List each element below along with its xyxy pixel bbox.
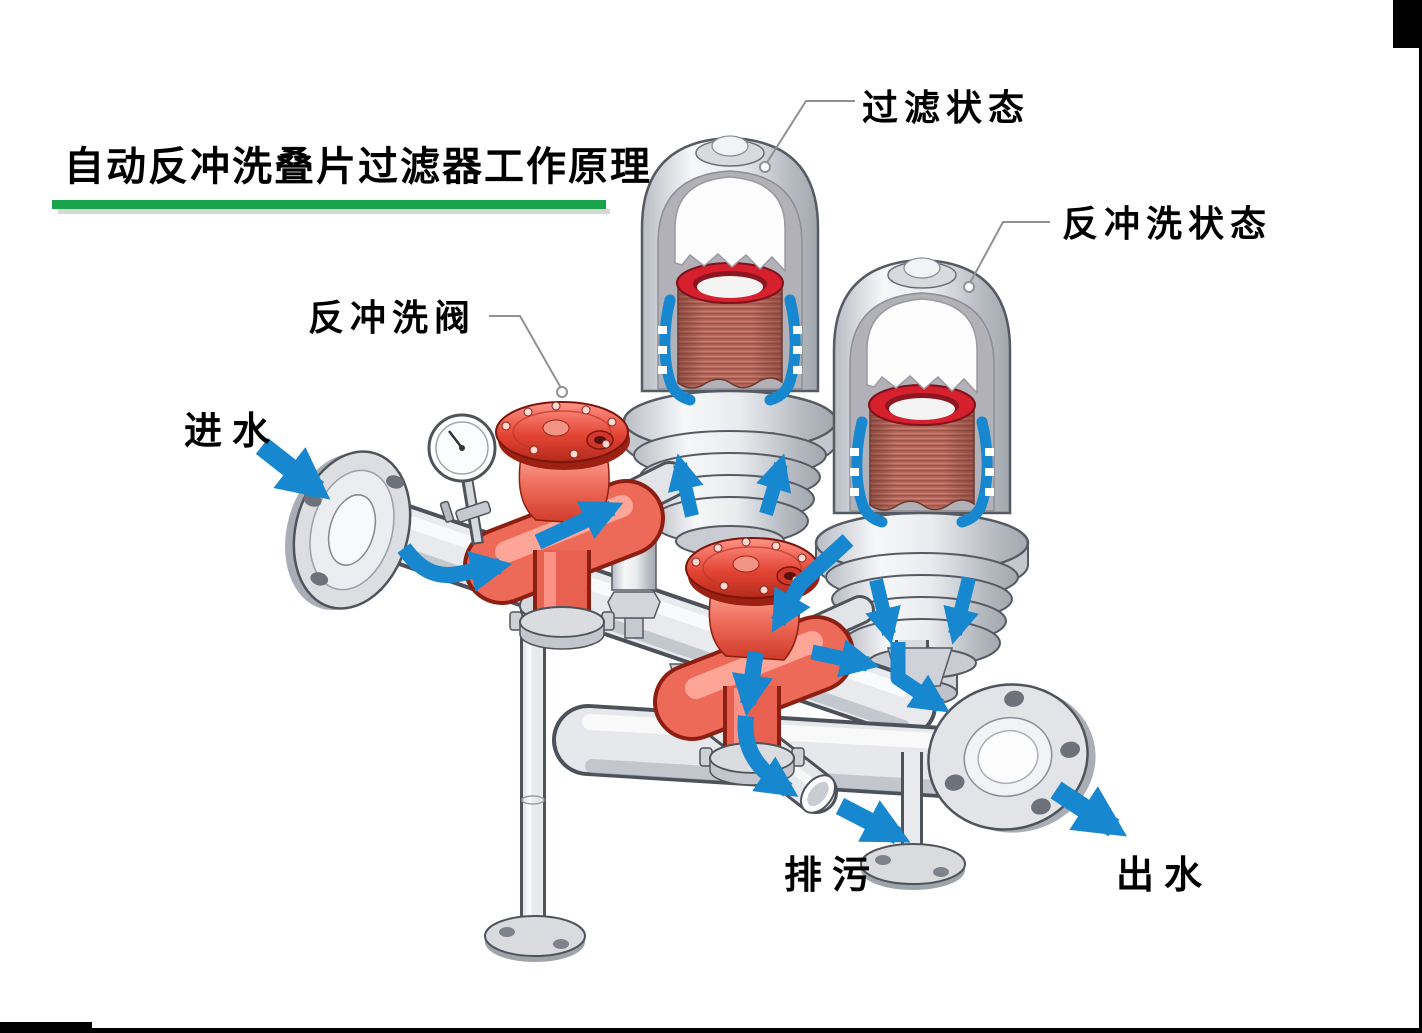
to-outlet-arrow-down: [890, 642, 950, 713]
filter-unit-2-channel-slots: [850, 448, 994, 496]
valve1-flow-arrow: [534, 500, 624, 550]
filter-unit-1-channel-slots: [658, 326, 802, 374]
outlet-arrow: [1050, 781, 1128, 837]
drain-curve-arrow: [737, 715, 799, 797]
leader-filter-state: [765, 100, 855, 165]
label-outlet: 出水: [1116, 855, 1212, 897]
pressure-gauge: [427, 413, 497, 545]
label-inlet: 进水: [184, 411, 280, 453]
frame-bottom-line: [0, 1028, 1422, 1033]
outlet-flange: [927, 683, 1096, 833]
callout-leader-lines: [489, 100, 1050, 398]
frame-top-right-block: [1393, 0, 1422, 48]
page-title: 自动反冲洗叠片过滤器工作原理: [64, 145, 652, 189]
title-underline: [52, 200, 606, 209]
filter-unit-2-flow-channels: [851, 416, 993, 528]
support-foot-right: [860, 843, 966, 890]
callout-backwash-state: 反冲洗状态: [1062, 203, 1272, 244]
inlet-pipe-arrow: [397, 543, 513, 592]
label-drain: 排污: [784, 855, 880, 897]
inlet-arrow: [255, 438, 331, 500]
leader-backwash-valve: [489, 315, 562, 389]
support-leg-left: [520, 610, 546, 926]
callout-backwash-valve: 反冲洗阀: [308, 297, 476, 338]
backwash-into-valve2-arrow: [771, 534, 854, 633]
leader-backwash-state: [969, 221, 1050, 284]
unit2-down-arrow-right: [943, 576, 979, 645]
leader-dot-filter-state: [759, 161, 771, 173]
valve2-down-arrow: [731, 650, 773, 717]
unit1-up-arrow-right: [756, 453, 792, 517]
frame-right-line: [1419, 0, 1422, 1033]
to-outlet-arrow-h: [810, 639, 880, 678]
filter-unit-1-flow-channels: [659, 294, 801, 406]
leader-dot-backwash-state: [963, 281, 975, 293]
unit2-down-arrow-left: [865, 578, 901, 645]
support-foot-left: [484, 915, 586, 962]
leader-dot-backwash-valve: [556, 386, 568, 398]
title-underline-shadow: [58, 209, 610, 214]
drain-out-arrow: [835, 798, 911, 844]
flow-arrows: [255, 438, 1128, 844]
frame-bottom-left-block: [0, 1022, 92, 1033]
unit1-up-arrow-left: [667, 453, 704, 518]
callout-filter-state: 过滤状态: [862, 87, 1030, 128]
